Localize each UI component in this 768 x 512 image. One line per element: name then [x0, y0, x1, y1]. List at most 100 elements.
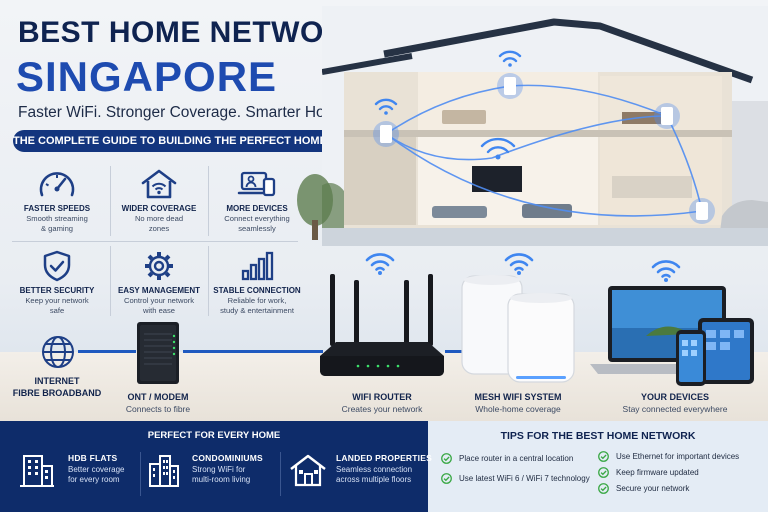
home-type-title: HDB FLATS [68, 453, 118, 463]
home-wifi-icon [141, 169, 177, 199]
wifi-icon [651, 260, 681, 282]
internet-title: INTERNET [34, 376, 80, 386]
home-type-title: LANDED PROPERTIES [336, 453, 432, 463]
tip-text: Secure your network [616, 484, 690, 493]
router-title: WIFI ROUTER [352, 392, 412, 402]
connection-line [78, 350, 136, 353]
house-illustration [322, 6, 768, 246]
mesh-label: MESH WIFI SYSTEM Whole-home coverage [448, 392, 588, 414]
wifi-router-device [320, 274, 444, 376]
feature-divider-horizontal [12, 241, 298, 242]
signal-bars-icon [241, 251, 274, 281]
feature-divider [208, 166, 209, 236]
user-devices [590, 286, 754, 386]
feature-title: BETTER SECURITY [19, 286, 95, 295]
feature-divider [110, 166, 111, 236]
connection-line [183, 350, 323, 353]
mesh-wifi-device [461, 275, 575, 383]
home-types-panel [0, 421, 428, 512]
feature-better-security: BETTER SECURITY Keep your network safe [9, 250, 105, 315]
check-circle-icon [598, 483, 609, 494]
shield-check-icon [43, 250, 71, 282]
check-circle-icon [598, 451, 609, 462]
feature-divider [208, 246, 209, 316]
tip-item: Secure your network [598, 483, 689, 494]
tip-text: Use Ethernet for important devices [616, 452, 740, 461]
home-types-title: PERFECT FOR EVERY HOME [147, 430, 281, 441]
feature-desc: Keep your network [25, 296, 89, 305]
ont-label: ONT / MODEM Connects to fibre [106, 392, 210, 414]
feature-faster-speeds: FASTER SPEEDS Smooth streaming & gaming [9, 168, 105, 233]
tip-item: Use Ethernet for important devices [598, 451, 739, 462]
feature-stable-connection: STABLE CONNECTION Reliable for work, stu… [209, 250, 305, 315]
check-circle-icon [598, 467, 609, 478]
tips-panel [428, 421, 768, 512]
feature-desc: study & entertainment [220, 306, 294, 316]
feature-wider-coverage: WIDER COVERAGE No more dead zones [111, 168, 207, 233]
tip-item: Place router in a central location [441, 453, 573, 464]
hdb-building-icon [20, 455, 54, 487]
connection-line [445, 350, 463, 353]
router-desc: Creates your network [341, 404, 423, 414]
home-divider [280, 452, 281, 496]
home-type-desc: Better coverage [68, 465, 125, 474]
feature-desc: Connect everything [224, 214, 290, 223]
feature-desc: safe [49, 306, 65, 316]
condo-building-icon [149, 455, 179, 487]
gear-icon [145, 252, 173, 280]
speedometer-icon [39, 172, 75, 197]
tagline: Faster WiFi. Stronger Coverage. Smarter … [18, 104, 351, 121]
internet-subtitle: FIBRE BROADBAND [12, 388, 102, 398]
plant-illustration [297, 174, 333, 240]
feature-easy-management: EASY MANAGEMENT Control your network wit… [111, 250, 207, 315]
feature-desc: No more dead [134, 214, 184, 223]
globe-icon [42, 336, 74, 368]
tip-text: Use latest WiFi 6 / WiFi 7 technology [459, 474, 590, 483]
check-circle-icon [441, 453, 452, 464]
mesh-node [373, 121, 399, 147]
feature-desc: Control your network [123, 296, 195, 305]
home-type-desc: multi-room living [192, 475, 251, 484]
wifi-icon [374, 50, 522, 154]
ont-desc: Connects to fibre [125, 404, 191, 414]
page-title-location: SINGAPORE [16, 53, 278, 100]
feature-desc: Smooth streaming [26, 214, 88, 223]
page-title: BEST HOME NETWORK [18, 16, 369, 49]
wifi-icon [365, 253, 395, 275]
feature-title: STABLE CONNECTION [213, 286, 301, 295]
mesh-node [654, 103, 680, 129]
feature-desc: Reliable for work, [227, 296, 287, 305]
ont-modem-device [137, 322, 179, 384]
wifi-icon [504, 253, 534, 275]
tip-item: Use latest WiFi 6 / WiFi 7 technology [441, 473, 590, 484]
mesh-title: MESH WIFI SYSTEM [474, 392, 562, 402]
feature-desc: & gaming [40, 224, 74, 234]
check-circle-icon [441, 473, 452, 484]
home-type-condo: CONDOMINIUMS Strong WiFi for multi-room … [192, 453, 263, 485]
feature-more-devices: MORE DEVICES Connect everything seamless… [209, 168, 305, 233]
internet-label: INTERNET FIBRE BROADBAND [2, 376, 112, 398]
home-type-landed: LANDED PROPERTIES Seamless connection ac… [336, 453, 432, 485]
feature-title: FASTER SPEEDS [23, 204, 91, 213]
feature-desc: with ease [142, 306, 176, 316]
router-label: WIFI ROUTER Creates your network [312, 392, 452, 414]
mesh-desc: Whole-home coverage [475, 404, 561, 414]
tip-text: Keep firmware updated [616, 468, 699, 477]
home-type-title: CONDOMINIUMS [192, 453, 263, 463]
your-devices-label: YOUR DEVICES Stay connected everywhere [600, 392, 750, 414]
tips-title: TIPS FOR THE BEST HOME NETWORK [500, 430, 696, 442]
home-type-desc: across multiple floors [336, 475, 412, 484]
devices-icon [237, 171, 276, 197]
tip-item: Keep firmware updated [598, 467, 699, 478]
feature-title: MORE DEVICES [226, 204, 288, 213]
home-divider [140, 452, 141, 496]
mesh-node [689, 198, 715, 224]
guide-banner: THE COMPLETE GUIDE TO BUILDING THE PERFE… [13, 130, 387, 152]
feature-title: EASY MANAGEMENT [117, 286, 201, 295]
feature-divider [110, 246, 111, 316]
your-devices-desc: Stay connected everywhere [622, 404, 728, 414]
ont-title: ONT / MODEM [127, 392, 189, 402]
home-type-desc: Seamless connection [336, 465, 413, 474]
landed-house-icon [290, 454, 326, 487]
home-type-hdb: HDB FLATS Better coverage for every room [68, 453, 124, 485]
